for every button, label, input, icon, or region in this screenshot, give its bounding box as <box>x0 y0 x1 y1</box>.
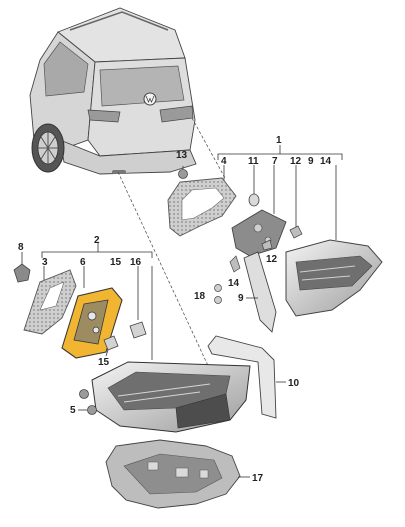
callout-16: 16 <box>130 257 142 268</box>
bulb-part-11 <box>248 193 260 207</box>
callout-12: 12 <box>290 156 302 167</box>
callout-2: 2 <box>94 235 100 246</box>
callout-12-lower: 12 <box>266 254 278 265</box>
outer-tail-light-group <box>13 243 251 433</box>
nut-part-5b <box>87 405 97 415</box>
clip-part-18a <box>214 284 222 292</box>
callout-4: 4 <box>221 156 227 167</box>
callout-18: 18 <box>194 291 206 302</box>
callout-5: 5 <box>70 405 76 416</box>
bulb-part-16 <box>129 321 147 339</box>
bulb-holder-part-7 <box>231 209 287 257</box>
callout-8: 8 <box>18 242 24 253</box>
callout-9-strip: 9 <box>238 293 244 304</box>
callout-15: 15 <box>110 257 122 268</box>
callout-11: 11 <box>248 156 259 167</box>
callout-6: 6 <box>80 257 86 268</box>
clip-part-18b <box>214 296 222 304</box>
bulb-part-12-upper <box>289 225 303 239</box>
callout-1: 1 <box>276 135 282 146</box>
nut-part-5a <box>79 389 89 399</box>
callout-9: 9 <box>308 156 314 167</box>
callout-15-bulb: 15 <box>98 357 110 368</box>
callout-10: 10 <box>288 378 300 389</box>
trim-strip-part-9 <box>243 251 277 333</box>
callout-3: 3 <box>42 257 48 268</box>
vehicle-rear-illustration <box>29 7 226 371</box>
bulb-part-15 <box>103 335 119 351</box>
callout-7: 7 <box>272 156 278 167</box>
inner-tail-light-group <box>167 145 383 333</box>
screw-part-8 <box>13 263 31 283</box>
cover-part-10 <box>207 335 286 419</box>
callout-17: 17 <box>252 473 264 484</box>
screw-part-13 <box>178 169 188 179</box>
clip-part-14 <box>229 255 241 273</box>
callout-13: 13 <box>176 150 188 161</box>
callout-14-clip: 14 <box>228 278 240 289</box>
mounting-bracket-part-17 <box>105 439 250 509</box>
callout-14: 14 <box>320 156 332 167</box>
